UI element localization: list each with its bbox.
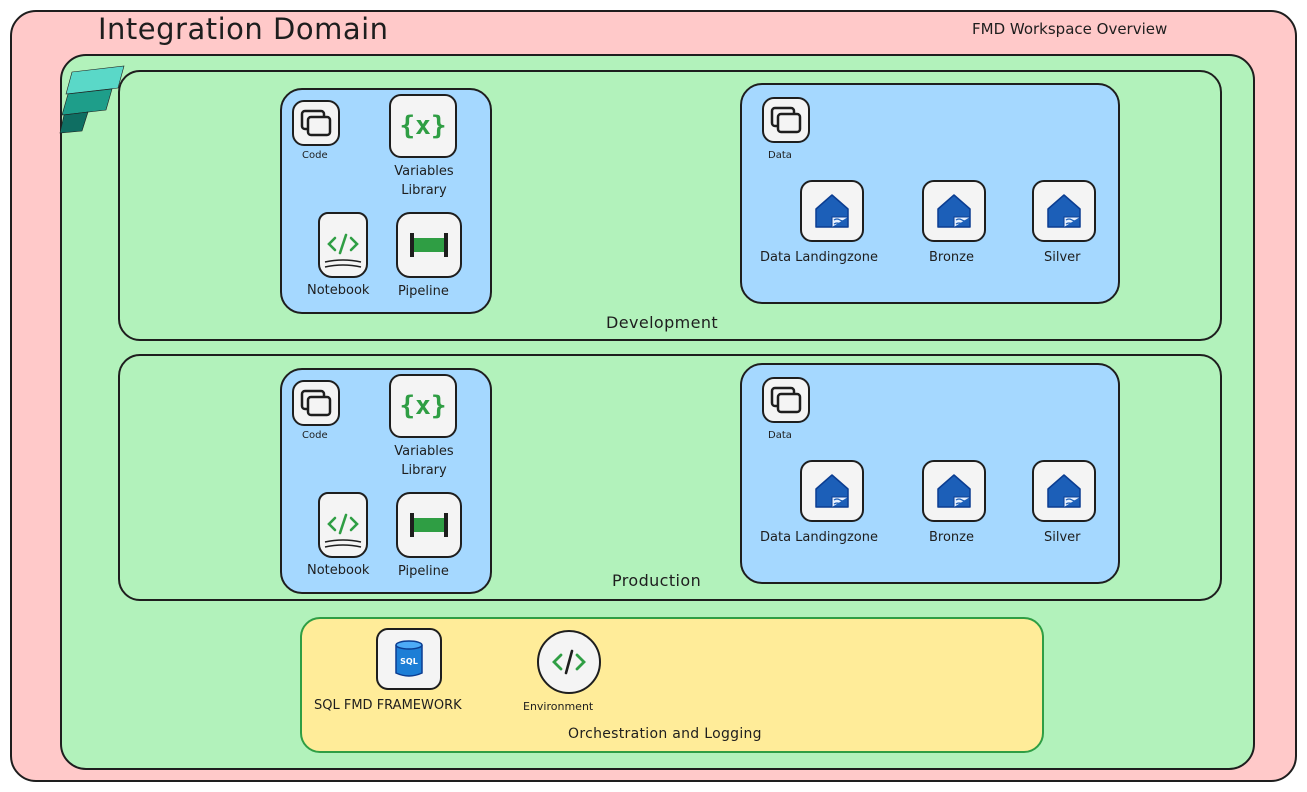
sql-framework-label: SQL FMD FRAMEWORK <box>314 698 462 713</box>
overview-title: FMD Workspace Overview <box>972 20 1168 38</box>
dev-lakehouse-silver-label: Silver <box>1044 250 1081 265</box>
prod-lakehouse-landingzone-tile[interactable] <box>800 460 864 522</box>
lakehouse-icon <box>937 474 971 508</box>
fabric-logo-icon <box>58 64 128 134</box>
prod-data-label: Data <box>768 430 792 441</box>
dev-variables-tile[interactable]: {x} <box>389 94 457 158</box>
sql-icon-text: SQL <box>400 657 418 666</box>
dev-lakehouse-bronze-label: Bronze <box>929 250 974 265</box>
dev-code-label: Code <box>302 150 328 161</box>
prod-data-tile[interactable] <box>762 377 810 423</box>
pipeline-icon <box>410 513 448 537</box>
dev-data-label: Data <box>768 150 792 161</box>
curly-braces-x-icon: {x} <box>399 111 447 141</box>
lakehouse-icon <box>1047 474 1081 508</box>
dev-pipeline-label: Pipeline <box>398 284 449 299</box>
notebook-code-icon <box>324 513 362 548</box>
production-label: Production <box>612 571 702 590</box>
development-label: Development <box>606 313 719 332</box>
dev-lakehouse-silver-tile[interactable] <box>1032 180 1096 242</box>
prod-lakehouse-silver-tile[interactable] <box>1032 460 1096 522</box>
dev-pipeline-tile[interactable] <box>396 212 462 278</box>
prod-lakehouse-silver-label: Silver <box>1044 530 1081 545</box>
code-circle-icon <box>552 649 586 675</box>
stacked-windows-icon <box>300 389 332 417</box>
prod-notebook-tile[interactable] <box>318 492 368 558</box>
dev-notebook-tile[interactable] <box>318 212 368 278</box>
dev-variables-label: Variables Library <box>394 164 454 198</box>
dev-lakehouse-landingzone-tile[interactable] <box>800 180 864 242</box>
prod-notebook-label: Notebook <box>307 563 370 578</box>
lakehouse-icon <box>815 194 849 228</box>
environment-label: Environment <box>523 700 594 713</box>
orchestration-label: Orchestration and Logging <box>568 726 762 742</box>
pipeline-icon <box>410 233 448 257</box>
curly-braces-x-icon: {x} <box>399 391 447 421</box>
prod-lakehouse-landingzone-label: Data Landingzone <box>760 530 878 545</box>
dev-data-tile[interactable] <box>762 97 810 143</box>
stacked-windows-icon <box>770 106 802 134</box>
sql-framework-tile[interactable]: SQL <box>376 628 442 690</box>
dev-notebook-label: Notebook <box>307 283 370 298</box>
stacked-windows-icon <box>300 109 332 137</box>
prod-code-label: Code <box>302 430 328 441</box>
prod-variables-tile[interactable]: {x} <box>389 374 457 438</box>
prod-lakehouse-bronze-label: Bronze <box>929 530 974 545</box>
stacked-windows-icon <box>770 386 802 414</box>
dev-code-tile[interactable] <box>292 100 340 146</box>
lakehouse-icon <box>815 474 849 508</box>
prod-pipeline-tile[interactable] <box>396 492 462 558</box>
sql-database-icon: SQL <box>395 640 423 677</box>
prod-lakehouse-bronze-tile[interactable] <box>922 460 986 522</box>
prod-pipeline-label: Pipeline <box>398 564 449 579</box>
notebook-code-icon <box>324 233 362 268</box>
dev-lakehouse-bronze-tile[interactable] <box>922 180 986 242</box>
environment-tile[interactable] <box>537 630 601 694</box>
prod-variables-label: Variables Library <box>394 444 454 478</box>
domain-title: Integration Domain <box>98 12 389 46</box>
prod-code-tile[interactable] <box>292 380 340 426</box>
lakehouse-icon <box>937 194 971 228</box>
dev-lakehouse-landingzone-label: Data Landingzone <box>760 250 878 265</box>
lakehouse-icon <box>1047 194 1081 228</box>
